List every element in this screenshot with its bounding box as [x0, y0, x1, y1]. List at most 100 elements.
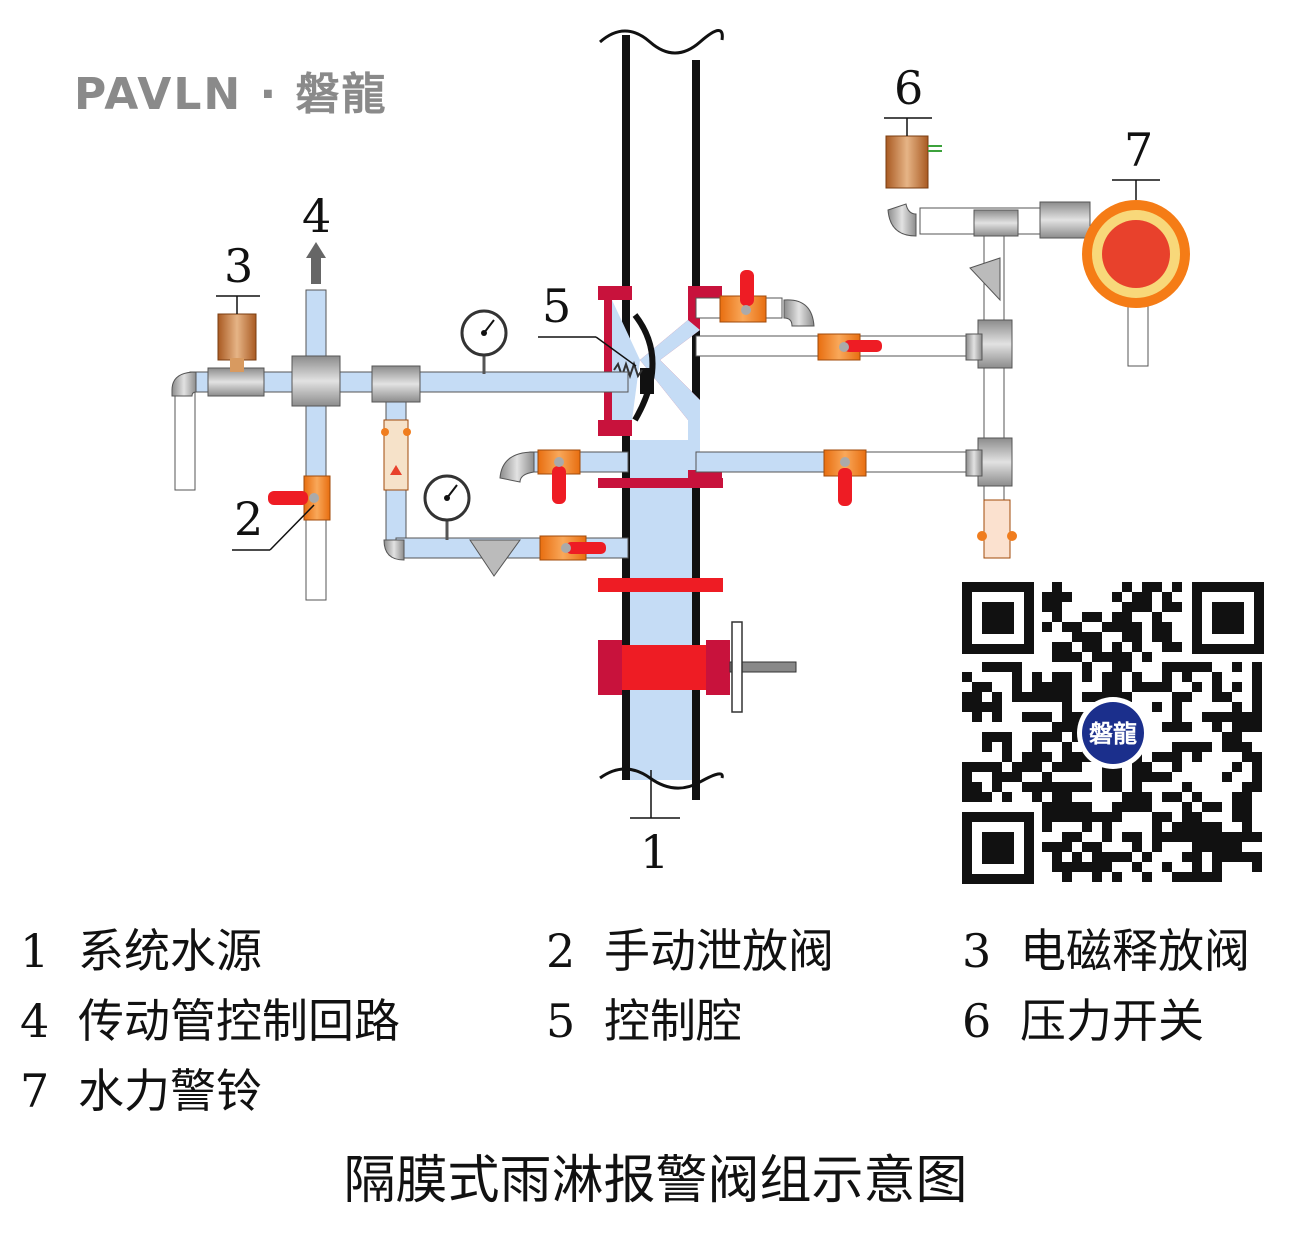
qr-module: [1012, 772, 1022, 782]
callout-1: 1: [630, 770, 680, 879]
qr-module: [1012, 672, 1022, 682]
qr-module: [1202, 802, 1212, 812]
qr-module: [1072, 622, 1082, 632]
qr-module: [1182, 852, 1192, 862]
qr-module: [1102, 782, 1112, 792]
qr-module: [1102, 672, 1112, 682]
qr-module: [1112, 852, 1122, 862]
qr-module: [1042, 812, 1052, 822]
qr-module: [1172, 602, 1182, 612]
qr-module: [1072, 762, 1082, 772]
qr-module: [1172, 582, 1182, 592]
qr-module: [1162, 622, 1172, 632]
qr-module: [1082, 692, 1092, 702]
qr-module: [962, 762, 972, 772]
callout-3: 3: [216, 239, 260, 314]
qr-module: [1122, 582, 1132, 592]
qr-module: [1142, 762, 1152, 772]
qr-module: [1132, 592, 1142, 602]
qr-module: [1202, 712, 1212, 722]
qr-module: [1152, 682, 1162, 692]
sight-glass: [381, 419, 411, 491]
qr-module: [1162, 812, 1172, 822]
qr-module: [1152, 772, 1162, 782]
qr-module: [1142, 582, 1152, 592]
qr-module: [1112, 642, 1122, 652]
qr-module: [1232, 662, 1242, 672]
qr-module: [1052, 812, 1062, 822]
ball-valve: [539, 535, 606, 561]
qr-module: [1242, 752, 1252, 762]
qr-module: [1242, 742, 1252, 752]
qr-module: [992, 692, 1002, 702]
qr-module: [1112, 812, 1122, 822]
qr-module: [1172, 712, 1182, 722]
brand-logo: PAVLN · 磐龍: [74, 69, 388, 120]
qr-module: [1232, 702, 1242, 712]
qr-module: [1122, 652, 1132, 662]
qr-module: [1062, 712, 1072, 722]
qr-module: [1192, 872, 1202, 882]
qr-module: [1142, 652, 1152, 662]
callout-label: 2: [234, 492, 263, 546]
qr-module: [1232, 802, 1242, 812]
qr-module: [1192, 832, 1202, 842]
qr-module: [1132, 602, 1142, 612]
qr-module: [1242, 832, 1252, 842]
qr-module: [1112, 682, 1122, 692]
qr-module: [1112, 592, 1122, 602]
qr-module: [1082, 642, 1092, 652]
qr-module: [1042, 692, 1052, 702]
qr-module: [1062, 742, 1072, 752]
qr-module: [1202, 822, 1212, 832]
qr-module: [1072, 652, 1082, 662]
qr-module: [962, 692, 972, 702]
qr-module: [1062, 752, 1072, 762]
qr-module: [1122, 662, 1132, 672]
qr-module: [1022, 692, 1032, 702]
qr-module: [1092, 852, 1102, 862]
qr-module: [1142, 772, 1152, 782]
qr-module: [1102, 852, 1112, 862]
qr-module: [1142, 592, 1152, 602]
qr-module: [1122, 792, 1132, 802]
qr-module: [1062, 792, 1072, 802]
qr-module: [1142, 802, 1152, 812]
qr-module: [1082, 812, 1092, 822]
qr-module: [1132, 842, 1142, 852]
qr-module: [1072, 722, 1082, 732]
qr-module: [1052, 642, 1062, 652]
qr-module: [1002, 732, 1012, 742]
qr-module: [1102, 622, 1112, 632]
qr-module: [1192, 812, 1202, 822]
qr-module: [1242, 822, 1252, 832]
qr-module: [1032, 762, 1042, 772]
callout-label: 7: [1124, 123, 1153, 177]
qr-module: [1192, 662, 1202, 672]
qr-module: [972, 762, 982, 772]
qr-module: [1132, 862, 1142, 872]
qr-module: [1142, 602, 1152, 612]
qr-module: [1082, 672, 1092, 682]
qr-module: [1112, 802, 1122, 812]
qr-module: [1032, 712, 1042, 722]
qr-module: [1082, 822, 1092, 832]
qr-module: [1212, 832, 1222, 842]
qr-module: [1052, 792, 1062, 802]
qr-module: [1082, 862, 1092, 872]
qr-module: [1052, 782, 1062, 792]
qr-module: [982, 662, 992, 672]
qr-module: [1162, 592, 1172, 602]
callout-7: 7: [1112, 123, 1160, 200]
qr-module: [1062, 842, 1072, 852]
qr-module: [1252, 852, 1262, 862]
qr-module: [1142, 852, 1152, 862]
callout-label: 4: [302, 189, 331, 243]
qr-module: [1232, 762, 1242, 772]
qr-code[interactable]: 磐龍: [962, 582, 1264, 884]
qr-module: [1222, 832, 1232, 842]
